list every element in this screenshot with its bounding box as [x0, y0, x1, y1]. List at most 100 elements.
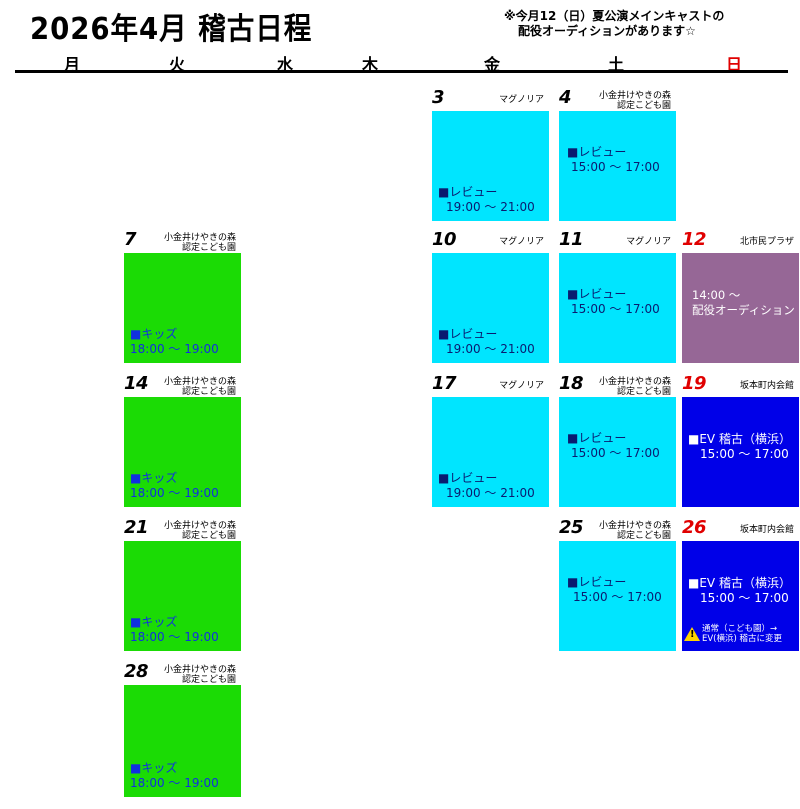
weekday-sat: 土: [607, 55, 624, 74]
event-time: 15:00 ～ 17:00: [571, 160, 660, 174]
event-text: 14:00 ～ 配役オーディション: [692, 288, 795, 318]
event-text: ■EV 稽古（横浜） 15:00 ～ 17:00: [688, 576, 791, 606]
event-text: ■レビュー 15:00 ～ 17:00: [567, 575, 662, 605]
event-time: 15:00 ～ 17:00: [571, 302, 660, 316]
venue-line-1: 小金井けやきの森: [163, 521, 236, 531]
event-name: ■レビュー: [567, 431, 627, 445]
day-7[interactable]: 7 小金井けやきの森 認定こども園 ■キッズ 18:00 ～ 19:00: [120, 229, 241, 377]
venue-line-1: 小金井けやきの森: [598, 377, 671, 387]
day-19[interactable]: 19 坂本町内会館 ■EV 稽古（横浜） 15:00 ～ 17:00: [678, 373, 799, 521]
kids-block[interactable]: ■キッズ 18:00 ～ 19:00: [124, 253, 241, 363]
venue-line-1: 小金井けやきの森: [598, 521, 671, 531]
day-number: 11: [559, 229, 584, 250]
event-text: ■レビュー 15:00 ～ 17:00: [567, 431, 660, 461]
event-name: ■キッズ: [130, 615, 178, 629]
day-number: 26: [682, 517, 707, 538]
event-name: ■キッズ: [130, 471, 178, 485]
review-block[interactable]: ■レビュー 15:00 ～ 17:00: [559, 111, 676, 221]
venue-line-2: 認定こども園: [181, 531, 236, 541]
event-text: ■キッズ 18:00 ～ 19:00: [130, 615, 219, 645]
venue-label: 坂本町内会館: [739, 525, 794, 535]
day-number: 14: [124, 373, 149, 394]
event-time: 19:00 ～ 21:00: [446, 486, 535, 500]
event-name: ■レビュー: [567, 287, 627, 301]
day-18[interactable]: 18 小金井けやきの森 認定こども園 ■レビュー 15:00 ～ 17:00: [555, 373, 676, 521]
review-block[interactable]: ■レビュー 15:00 ～ 17:00: [559, 397, 676, 507]
venue-line-2: 認定こども園: [181, 387, 236, 397]
review-block[interactable]: ■レビュー 19:00 ～ 21:00: [432, 397, 549, 507]
change-notice-line-2: EV(横浜) 稽古に変更: [702, 634, 783, 644]
weekday-tue: 火: [168, 55, 185, 74]
venue-line-2: 認定こども園: [181, 675, 236, 685]
venue-line-1: 小金井けやきの森: [163, 665, 236, 675]
day-26[interactable]: 26 坂本町内会館 ■EV 稽古（横浜） 15:00 ～ 17:00 通常（こど…: [678, 517, 799, 665]
day-4[interactable]: 4 小金井けやきの森 認定こども園 ■レビュー 15:00 ～ 17:00: [555, 87, 676, 235]
event-time: 18:00 ～ 19:00: [130, 342, 219, 356]
day-3[interactable]: 3 マグノリア ■レビュー 19:00 ～ 21:00: [428, 87, 549, 235]
event-text: ■キッズ 18:00 ～ 19:00: [130, 471, 219, 501]
kids-block[interactable]: ■キッズ 18:00 ～ 19:00: [124, 541, 241, 651]
kids-block[interactable]: ■キッズ 18:00 ～ 19:00: [124, 685, 241, 797]
venue-label: 小金井けやきの森 認定こども園: [164, 233, 236, 253]
warning-triangle-icon: [684, 627, 700, 641]
event-text: ■キッズ 18:00 ～ 19:00: [130, 761, 219, 791]
event-name: ■EV 稽古（横浜）: [688, 432, 791, 446]
weekday-thu: 木: [361, 55, 378, 74]
audition-block[interactable]: 14:00 ～ 配役オーディション: [682, 253, 799, 363]
day-28[interactable]: 28 小金井けやきの森 認定こども園 ■キッズ 18:00 ～ 19:00: [120, 661, 241, 809]
change-notice: 通常（こども園）→ EV(横浜) 稽古に変更: [684, 624, 782, 644]
venue-label: 北市民プラザ: [739, 237, 794, 247]
venue-label: 小金井けやきの森 認定こども園: [599, 91, 671, 111]
event-text: ■レビュー 15:00 ～ 17:00: [567, 145, 660, 175]
day-number: 19: [682, 373, 707, 394]
event-time: 15:00 ～ 17:00: [573, 590, 662, 604]
event-time: 15:00 ～ 17:00: [571, 446, 660, 460]
day-17[interactable]: 17 マグノリア ■レビュー 19:00 ～ 21:00: [428, 373, 549, 521]
venue-label: マグノリア: [499, 381, 544, 391]
event-time: 15:00 ～ 17:00: [700, 447, 789, 461]
notice-line-1: ※今月12（日）夏公演メインキャストの: [504, 9, 725, 23]
venue-label: マグノリア: [626, 237, 671, 247]
venue-line-2: 認定こども園: [616, 531, 671, 541]
event-name: ■レビュー: [438, 185, 498, 199]
change-notice-line-1: 通常（こども園）→: [702, 624, 778, 634]
review-block[interactable]: ■レビュー 15:00 ～ 17:00: [559, 541, 676, 651]
weekday-wed: 水: [276, 55, 293, 74]
venue-label: 小金井けやきの森 認定こども園: [599, 521, 671, 541]
kids-block[interactable]: ■キッズ 18:00 ～ 19:00: [124, 397, 241, 507]
day-21[interactable]: 21 小金井けやきの森 認定こども園 ■キッズ 18:00 ～ 19:00: [120, 517, 241, 665]
day-number: 3: [432, 87, 445, 108]
header-rule: [15, 70, 788, 73]
weekday-mon: 月: [63, 55, 80, 74]
day-number: 28: [124, 661, 149, 682]
ev-block[interactable]: ■EV 稽古（横浜） 15:00 ～ 17:00 通常（こども園）→ EV(横浜…: [682, 541, 799, 651]
day-11[interactable]: 11 マグノリア ■レビュー 15:00 ～ 17:00: [555, 229, 676, 377]
review-block[interactable]: ■レビュー 15:00 ～ 17:00: [559, 253, 676, 363]
event-text: ■レビュー 19:00 ～ 21:00: [438, 185, 535, 215]
notice: ※今月12（日）夏公演メインキャストの 配役オーディションがあります☆: [504, 9, 724, 39]
event-name: ■レビュー: [567, 575, 627, 589]
review-block[interactable]: ■レビュー 19:00 ～ 21:00: [432, 253, 549, 363]
day-10[interactable]: 10 マグノリア ■レビュー 19:00 ～ 21:00: [428, 229, 549, 377]
event-time: 15:00 ～ 17:00: [700, 591, 789, 605]
event-time: 18:00 ～ 19:00: [130, 630, 219, 644]
day-number: 21: [124, 517, 149, 538]
event-name: ■EV 稽古（横浜）: [688, 576, 791, 590]
review-block[interactable]: ■レビュー 19:00 ～ 21:00: [432, 111, 549, 221]
event-time: 18:00 ～ 19:00: [130, 486, 219, 500]
day-number: 4: [559, 87, 572, 108]
event-time: 19:00 ～ 21:00: [446, 200, 535, 214]
event-time: 18:00 ～ 19:00: [130, 776, 219, 790]
event-text: ■キッズ 18:00 ～ 19:00: [130, 327, 219, 357]
event-name: ■キッズ: [130, 761, 178, 775]
day-25[interactable]: 25 小金井けやきの森 認定こども園 ■レビュー 15:00 ～ 17:00: [555, 517, 676, 665]
venue-line-2: 認定こども園: [616, 101, 671, 111]
venue-line-1: 小金井けやきの森: [163, 233, 236, 243]
day-14[interactable]: 14 小金井けやきの森 認定こども園 ■キッズ 18:00 ～ 19:00: [120, 373, 241, 521]
ev-block[interactable]: ■EV 稽古（横浜） 15:00 ～ 17:00: [682, 397, 799, 507]
venue-label: 小金井けやきの森 認定こども園: [164, 377, 236, 397]
event-name: ■キッズ: [130, 327, 178, 341]
day-number: 7: [124, 229, 137, 250]
day-12[interactable]: 12 北市民プラザ 14:00 ～ 配役オーディション: [678, 229, 799, 377]
page-title: 2026年4月 稽古日程: [30, 12, 313, 47]
